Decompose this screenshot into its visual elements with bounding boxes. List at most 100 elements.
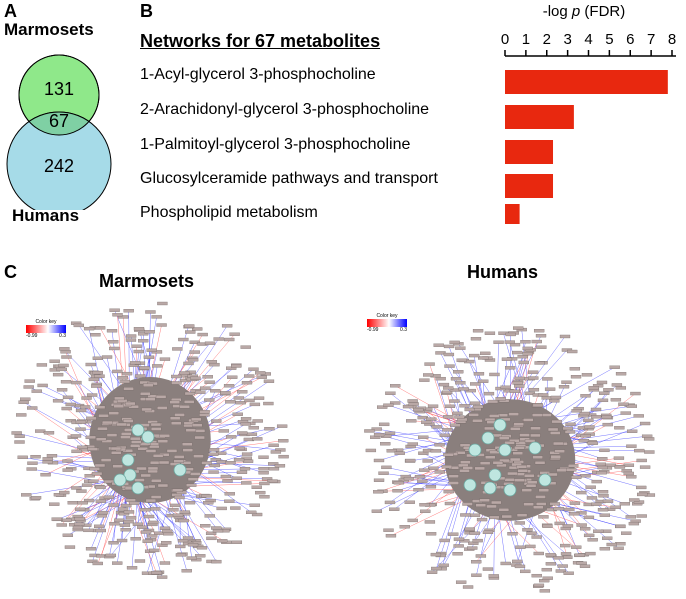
network-node: [212, 529, 224, 533]
network-node: [615, 372, 627, 376]
network-node: [268, 467, 280, 471]
network-node: [614, 426, 625, 430]
network-node: [255, 490, 266, 495]
network-node: [235, 400, 246, 405]
network-node: [634, 448, 645, 453]
network-node: [30, 454, 41, 459]
network-node: [580, 474, 591, 478]
network-node: [579, 527, 591, 531]
network-node: [133, 349, 144, 354]
network-node: [643, 437, 655, 441]
network-node: [237, 390, 248, 394]
network-node: [591, 479, 602, 484]
network-node: [109, 308, 120, 312]
network-node: [52, 399, 64, 403]
network-node: [455, 346, 466, 350]
venn-diagram: 131 67 242: [6, 54, 112, 210]
network-node: [453, 537, 465, 541]
network-node: [139, 366, 150, 370]
network-node: [231, 476, 242, 480]
network-node: [515, 441, 526, 445]
network-node: [425, 484, 437, 489]
network-node: [519, 433, 530, 437]
network-node: [392, 488, 403, 493]
network-node: [140, 530, 152, 534]
network-node: [456, 358, 467, 362]
network-node: [166, 449, 178, 453]
network-node: [56, 367, 67, 372]
network-node: [14, 434, 25, 438]
network-nodes: [364, 326, 656, 593]
network-node: [509, 457, 521, 462]
network-node: [625, 515, 637, 519]
network-node: [514, 384, 525, 388]
network-node: [151, 315, 162, 319]
network-node: [489, 372, 500, 377]
network-node: [599, 513, 611, 517]
network-node: [216, 460, 227, 464]
network-node: [578, 439, 590, 443]
network-node: [152, 454, 164, 458]
network-node: [512, 559, 523, 564]
network-node: [532, 455, 543, 459]
network-node: [536, 502, 547, 506]
network-node: [541, 413, 552, 417]
network-node: [620, 411, 631, 415]
network-node: [514, 445, 525, 450]
network-node: [626, 475, 637, 479]
tick-label-4: 4: [584, 31, 592, 48]
network-node: [371, 427, 382, 431]
network-nodes: [11, 301, 289, 579]
network-node: [542, 576, 553, 580]
tick-label-7: 7: [647, 31, 655, 48]
network-node: [137, 447, 148, 451]
network-node: [380, 442, 391, 446]
network-node: [150, 422, 162, 427]
network-node: [545, 562, 557, 566]
network-node: [204, 380, 215, 384]
network-node: [141, 407, 152, 412]
network-node: [174, 455, 185, 459]
network-node: [217, 539, 228, 543]
network-node: [125, 338, 137, 342]
network-node: [488, 574, 499, 578]
network-node: [524, 474, 535, 478]
network-item-1: 1-Acyl-glycerol 3-phosphocholine: [140, 66, 376, 83]
network-node: [95, 528, 107, 533]
network-node: [504, 478, 515, 482]
network-node: [216, 506, 227, 511]
network-node: [531, 339, 542, 344]
network-node: [385, 534, 397, 538]
tick-label-3: 3: [563, 31, 571, 48]
network-node: [187, 358, 199, 362]
network-node: [508, 412, 519, 416]
network-node: [62, 468, 73, 472]
network-node: [195, 554, 206, 558]
network-node: [203, 501, 214, 505]
network-node: [590, 407, 602, 412]
network-node: [184, 391, 196, 396]
network-node: [517, 354, 528, 359]
network-node: [248, 367, 259, 371]
network-node: [550, 454, 561, 459]
network-node: [531, 535, 542, 539]
network-node: [201, 461, 212, 465]
network-node: [558, 385, 570, 389]
network-node: [469, 531, 480, 535]
network-node: [433, 343, 444, 347]
network-node: [485, 455, 496, 459]
color-key-left: Color key -0.99 0.3: [26, 319, 66, 339]
network-node: [562, 426, 573, 431]
network-node: [200, 386, 211, 390]
network-node: [206, 360, 217, 364]
network-node: [597, 457, 608, 461]
network-node: [530, 433, 541, 438]
network-node: [179, 510, 190, 514]
network-node: [597, 465, 608, 470]
network-node: [259, 481, 270, 486]
network-node: [469, 401, 481, 405]
network-node: [255, 371, 266, 375]
network-node: [152, 364, 163, 368]
network-node: [159, 434, 170, 438]
network-node: [626, 404, 638, 408]
